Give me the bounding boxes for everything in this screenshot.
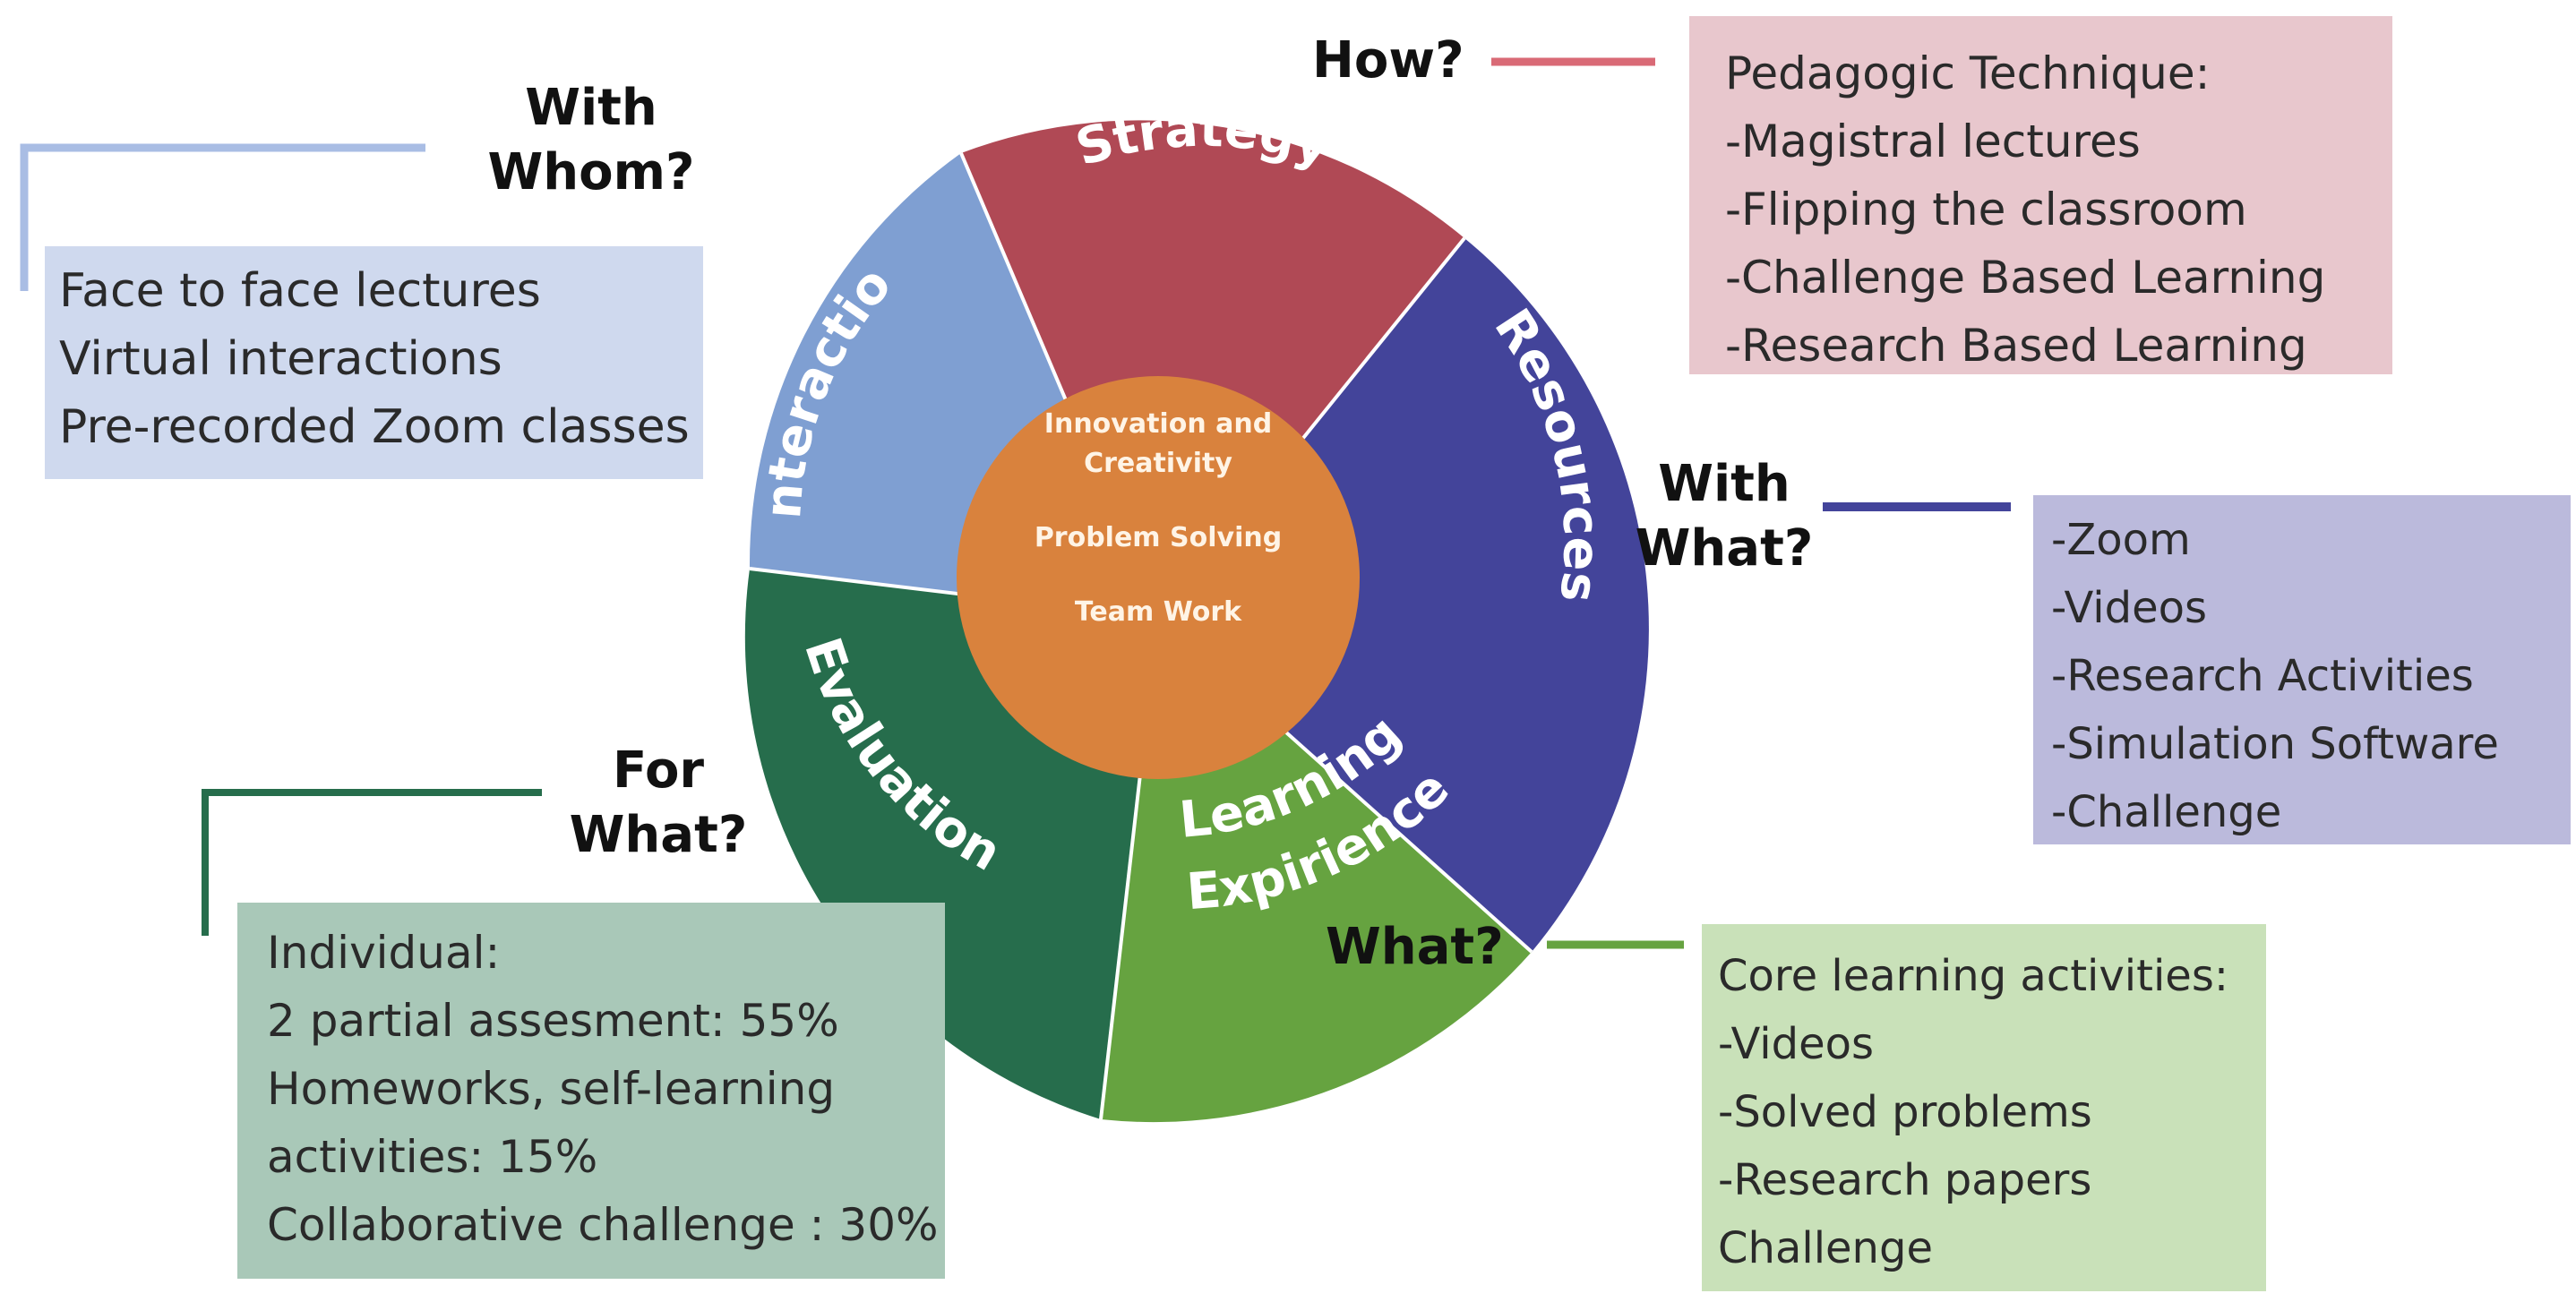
- with-whom-connector: [20, 143, 425, 291]
- for-what-box-line: Individual:: [267, 927, 501, 979]
- with-what-box-line: -Challenge: [2051, 787, 2282, 837]
- what-question: What?: [1326, 918, 1504, 976]
- with-whom-box-line: Face to face lectures: [59, 264, 541, 318]
- for-what-connector: [202, 789, 542, 936]
- what-box-line: -Solved problems: [1718, 1087, 2092, 1137]
- center-line-problem-solving: Problem Solving: [1035, 522, 1282, 553]
- what-box-line: -Research papers: [1718, 1155, 2092, 1205]
- with-what-box-line: -Zoom: [2051, 515, 2191, 565]
- for-what-line2: What?: [569, 806, 748, 864]
- how-box-line: Pedagogic Technique:: [1725, 47, 2211, 99]
- what-box-line: Core learning activities:: [1718, 951, 2228, 1001]
- with-whom-line2: Whom?: [487, 143, 695, 201]
- with-what-question: With What?: [1626, 452, 1823, 581]
- for-what-box-line: activities: 15%: [267, 1131, 598, 1183]
- strategy-segment: [961, 120, 1464, 618]
- with-what-line2: What?: [1635, 519, 1814, 578]
- with-whom-box-line: Pre-recorded Zoom classes: [59, 400, 690, 454]
- for-what-question: For What?: [555, 739, 761, 868]
- with-whom-line1: With: [525, 79, 657, 137]
- how-box-line: -Flipping the classroom: [1725, 184, 2247, 236]
- with-what-box: -Zoom -Videos -Research Activities -Simu…: [2033, 495, 2571, 844]
- for-what-box: Individual: 2 partial assesment: 55% Hom…: [237, 903, 945, 1279]
- with-what-box-line: -Videos: [2051, 583, 2207, 633]
- for-what-line1: For: [612, 741, 705, 800]
- with-what-box-line: -Simulation Software: [2051, 719, 2499, 769]
- with-whom-box: Face to face lectures Virtual interactio…: [45, 246, 703, 479]
- what-box: Core learning activities: -Videos -Solve…: [1702, 924, 2266, 1291]
- center-line-creativity: Creativity: [1084, 448, 1232, 479]
- center-line-team-work: Team Work: [1075, 596, 1242, 628]
- what-box-line: -Videos: [1718, 1019, 1874, 1069]
- how-box-line: -Challenge Based Learning: [1725, 252, 2326, 304]
- for-what-box-line: 2 partial assesment: 55%: [267, 995, 839, 1047]
- how-box: Pedagogic Technique: -Magistral lectures…: [1689, 16, 2392, 374]
- with-what-line1: With: [1658, 455, 1790, 513]
- center-line-innovation: Innovation and: [1044, 408, 1272, 440]
- center-circle: [957, 376, 1360, 779]
- with-whom-box-line: Virtual interactions: [59, 332, 502, 386]
- how-box-line: -Research Based Learning: [1725, 320, 2307, 372]
- for-what-box-line: Collaborative challenge : 30%: [267, 1199, 939, 1251]
- for-what-box-line: Homeworks, self-learning: [267, 1063, 836, 1115]
- with-whom-question: With Whom?: [475, 76, 708, 205]
- what-box-line: Challenge: [1718, 1223, 1933, 1273]
- how-box-line: -Magistral lectures: [1725, 116, 2141, 167]
- resources-segment: [1158, 238, 1649, 952]
- how-question: How?: [1312, 31, 1464, 90]
- with-what-box-line: -Research Activities: [2051, 651, 2474, 701]
